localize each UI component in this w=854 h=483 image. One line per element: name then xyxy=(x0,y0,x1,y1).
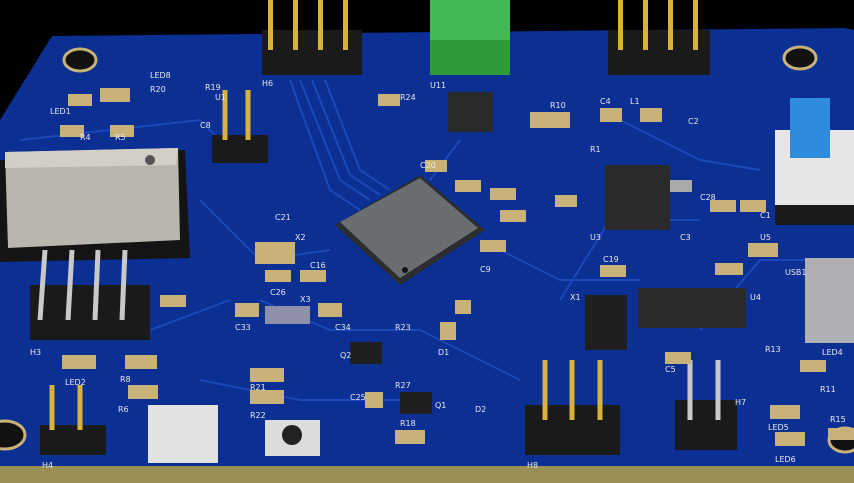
label-r15: R15 xyxy=(830,415,846,424)
label-led1: LED1 xyxy=(50,107,71,116)
mounting-hole xyxy=(62,47,98,73)
label-c20: C20 xyxy=(420,161,436,170)
label-h7: H7 xyxy=(735,398,746,407)
label-c2: C2 xyxy=(688,117,699,126)
pin-header-h7 xyxy=(675,360,737,450)
label-r21: R21 xyxy=(250,383,266,392)
label-c3: C3 xyxy=(680,233,691,242)
label-usb1: USB1 xyxy=(785,268,807,277)
pin-header-h6 xyxy=(262,0,362,75)
label-c34: C34 xyxy=(335,323,351,332)
pin-header-h3 xyxy=(30,249,150,340)
pin-header-u1 xyxy=(212,90,268,163)
label-c8: C8 xyxy=(200,121,211,130)
label-h3: H3 xyxy=(30,348,41,357)
label-c1: C1 xyxy=(760,211,771,220)
label-r18: R18 xyxy=(400,419,416,428)
label-x1: X1 xyxy=(570,293,581,302)
label-r1: R1 xyxy=(590,145,601,154)
silkscreen-labels: H6 LED1 LED8 R20 R4 R5 C8 U1 R19 U11 R24… xyxy=(30,71,846,470)
label-l1: L1 xyxy=(630,97,640,106)
label-d1: D1 xyxy=(438,348,449,357)
ic-u11 xyxy=(448,92,493,132)
screw-terminal xyxy=(430,0,510,75)
label-r5: R5 xyxy=(115,133,126,142)
label-led8: LED8 xyxy=(150,71,171,80)
label-r27: R27 xyxy=(395,381,411,390)
pin-header-h4 xyxy=(40,385,106,455)
label-c5: C5 xyxy=(665,365,676,374)
transistor-q1 xyxy=(400,392,432,414)
label-c33: C33 xyxy=(235,323,251,332)
label-x3: X3 xyxy=(300,295,311,304)
pin-header-h8 xyxy=(525,360,620,455)
crystal-x3 xyxy=(265,306,310,324)
label-h6: H6 xyxy=(262,79,273,88)
label-x2: X2 xyxy=(295,233,306,242)
label-c25: C25 xyxy=(350,393,366,402)
label-c16: C16 xyxy=(310,261,326,270)
toggle-switch[interactable] xyxy=(775,98,854,225)
label-u4: U4 xyxy=(750,293,761,302)
smd-passives xyxy=(60,88,854,446)
label-c19: C19 xyxy=(603,255,619,264)
label-u3: U3 xyxy=(590,233,601,242)
label-r24: R24 xyxy=(400,93,416,102)
label-led5: LED5 xyxy=(768,423,789,432)
label-r22: R22 xyxy=(250,411,266,420)
reset-button[interactable] xyxy=(265,420,320,456)
label-q2: Q2 xyxy=(340,351,351,360)
label-u5: U5 xyxy=(760,233,771,242)
label-r10: R10 xyxy=(550,101,566,110)
board-edge xyxy=(0,466,854,483)
label-r13: R13 xyxy=(765,345,781,354)
ic-u4 xyxy=(638,288,746,328)
label-c28: C28 xyxy=(700,193,716,202)
label-led2: LED2 xyxy=(65,378,86,387)
label-q1: Q1 xyxy=(435,401,446,410)
label-r8: R8 xyxy=(120,375,131,384)
label-r6: R6 xyxy=(118,405,129,414)
mounting-hole xyxy=(0,419,27,451)
label-h4: H4 xyxy=(42,461,53,470)
label-r19: R19 xyxy=(205,83,221,92)
label-led4: LED4 xyxy=(822,348,843,357)
label-r20: R20 xyxy=(150,85,166,94)
label-c4: C4 xyxy=(600,97,611,106)
label-d2: D2 xyxy=(475,405,486,414)
wifi-module xyxy=(0,148,190,262)
label-c21: C21 xyxy=(275,213,291,222)
label-r4: R4 xyxy=(80,133,91,142)
usb-connector xyxy=(805,258,854,343)
label-c9: C9 xyxy=(480,265,491,274)
pin-header-top-right xyxy=(608,0,710,75)
label-u1: U1 xyxy=(215,93,226,102)
label-led6: LED6 xyxy=(775,455,796,464)
label-c26: C26 xyxy=(270,288,286,297)
mcu-chip xyxy=(335,175,485,285)
label-r11: R11 xyxy=(820,385,836,394)
label-r23: R23 xyxy=(395,323,411,332)
tactile-switch[interactable] xyxy=(148,405,218,463)
regulator-u3 xyxy=(605,165,692,230)
crystal-x1 xyxy=(585,295,627,350)
label-u11: U11 xyxy=(430,81,446,90)
mounting-hole xyxy=(782,45,818,71)
label-h8: H8 xyxy=(527,461,538,470)
transistor-q2 xyxy=(350,342,382,364)
crystal-x2 xyxy=(255,242,295,264)
